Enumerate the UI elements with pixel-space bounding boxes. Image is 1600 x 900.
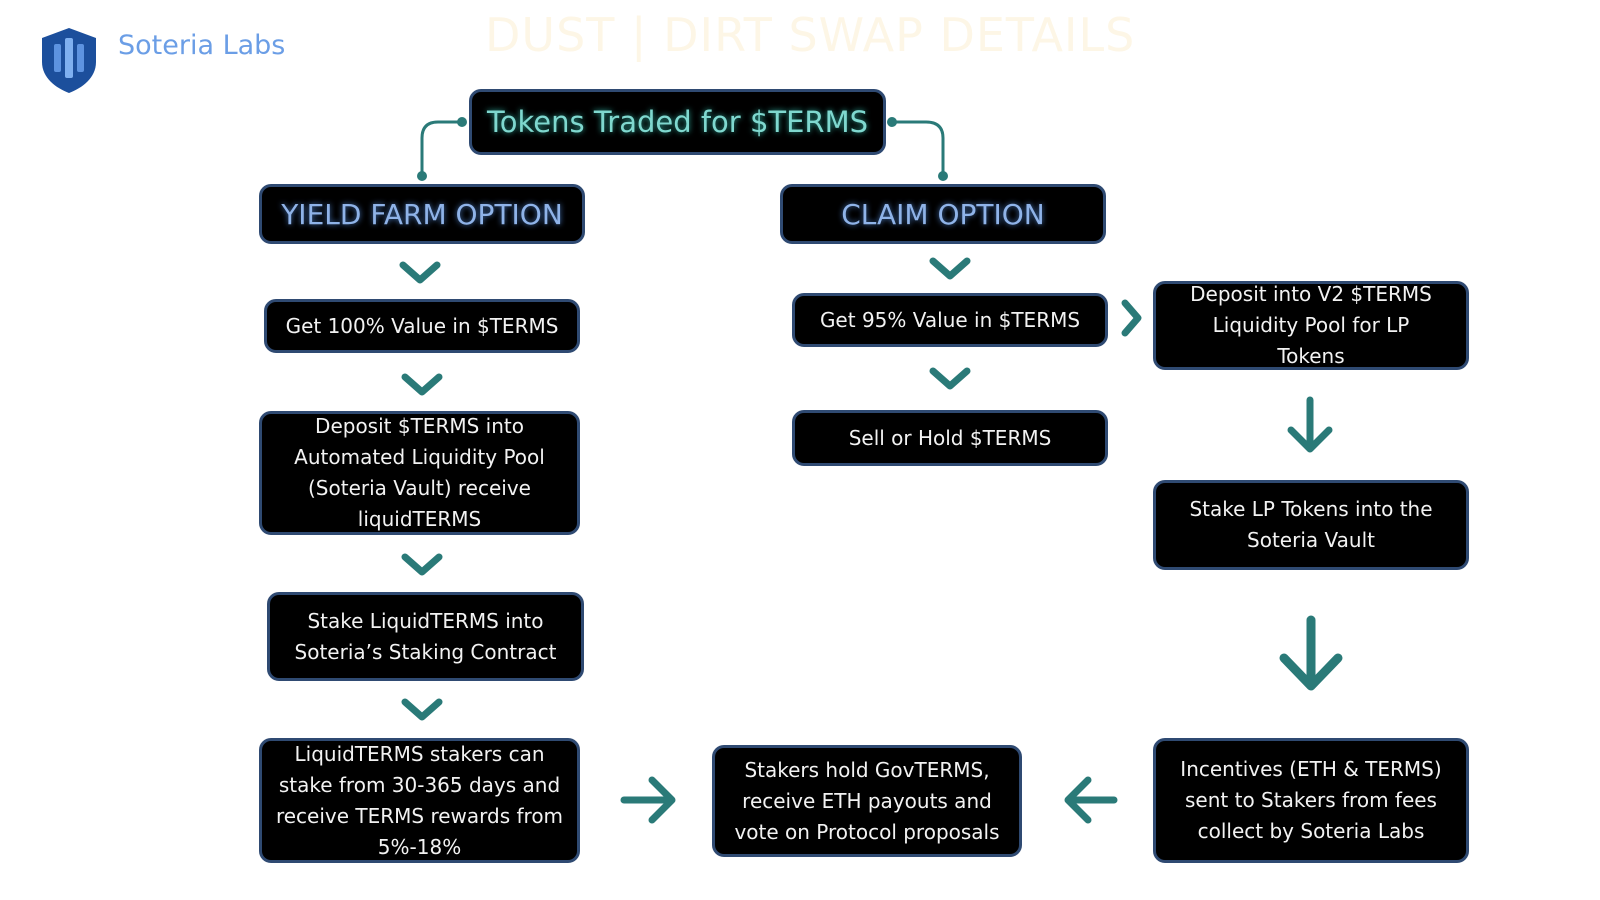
chevron-down-icon <box>401 698 443 721</box>
lp-step-1: Deposit into V2 $TERMS Liquidity Pool fo… <box>1153 281 1469 370</box>
chevron-right-icon <box>1121 299 1142 337</box>
arrow-right-icon <box>620 776 676 824</box>
arrow-down-icon <box>1287 396 1333 453</box>
yield-farm-heading: YIELD FARM OPTION <box>259 184 585 244</box>
page-title: DUST | DIRT SWAP DETAILS <box>485 8 1136 62</box>
lp-step-3: Incentives (ETH & TERMS) sent to Stakers… <box>1153 738 1469 863</box>
claim-step-1: Get 95% Value in $TERMS <box>792 293 1108 347</box>
lp-step-2: Stake LP Tokens into the Soteria Vault <box>1153 480 1469 570</box>
chevron-down-icon <box>399 261 441 284</box>
yield-step-4: LiquidTERMS stakers can stake from 30-36… <box>259 738 580 863</box>
yield-step-1: Get 100% Value in $TERMS <box>264 299 580 353</box>
chevron-down-icon <box>929 257 971 280</box>
shield-logo-icon <box>42 28 96 93</box>
chevron-down-icon <box>401 373 443 396</box>
yield-step-3: Stake LiquidTERMS into Soteria’s Staking… <box>267 592 584 681</box>
outcome-node: Stakers hold GovTERMS, receive ETH payou… <box>712 745 1022 857</box>
chevron-down-icon <box>929 367 971 390</box>
claim-step-2: Sell or Hold $TERMS <box>792 410 1108 466</box>
brand-name: Soteria Labs <box>118 30 286 61</box>
root-node: Tokens Traded for $TERMS <box>469 89 886 155</box>
arrow-left-icon <box>1064 776 1118 824</box>
claim-heading: CLAIM OPTION <box>780 184 1106 244</box>
chevron-down-icon <box>401 553 443 576</box>
arrow-down-icon <box>1279 615 1343 691</box>
yield-step-2: Deposit $TERMS into Automated Liquidity … <box>259 411 580 535</box>
